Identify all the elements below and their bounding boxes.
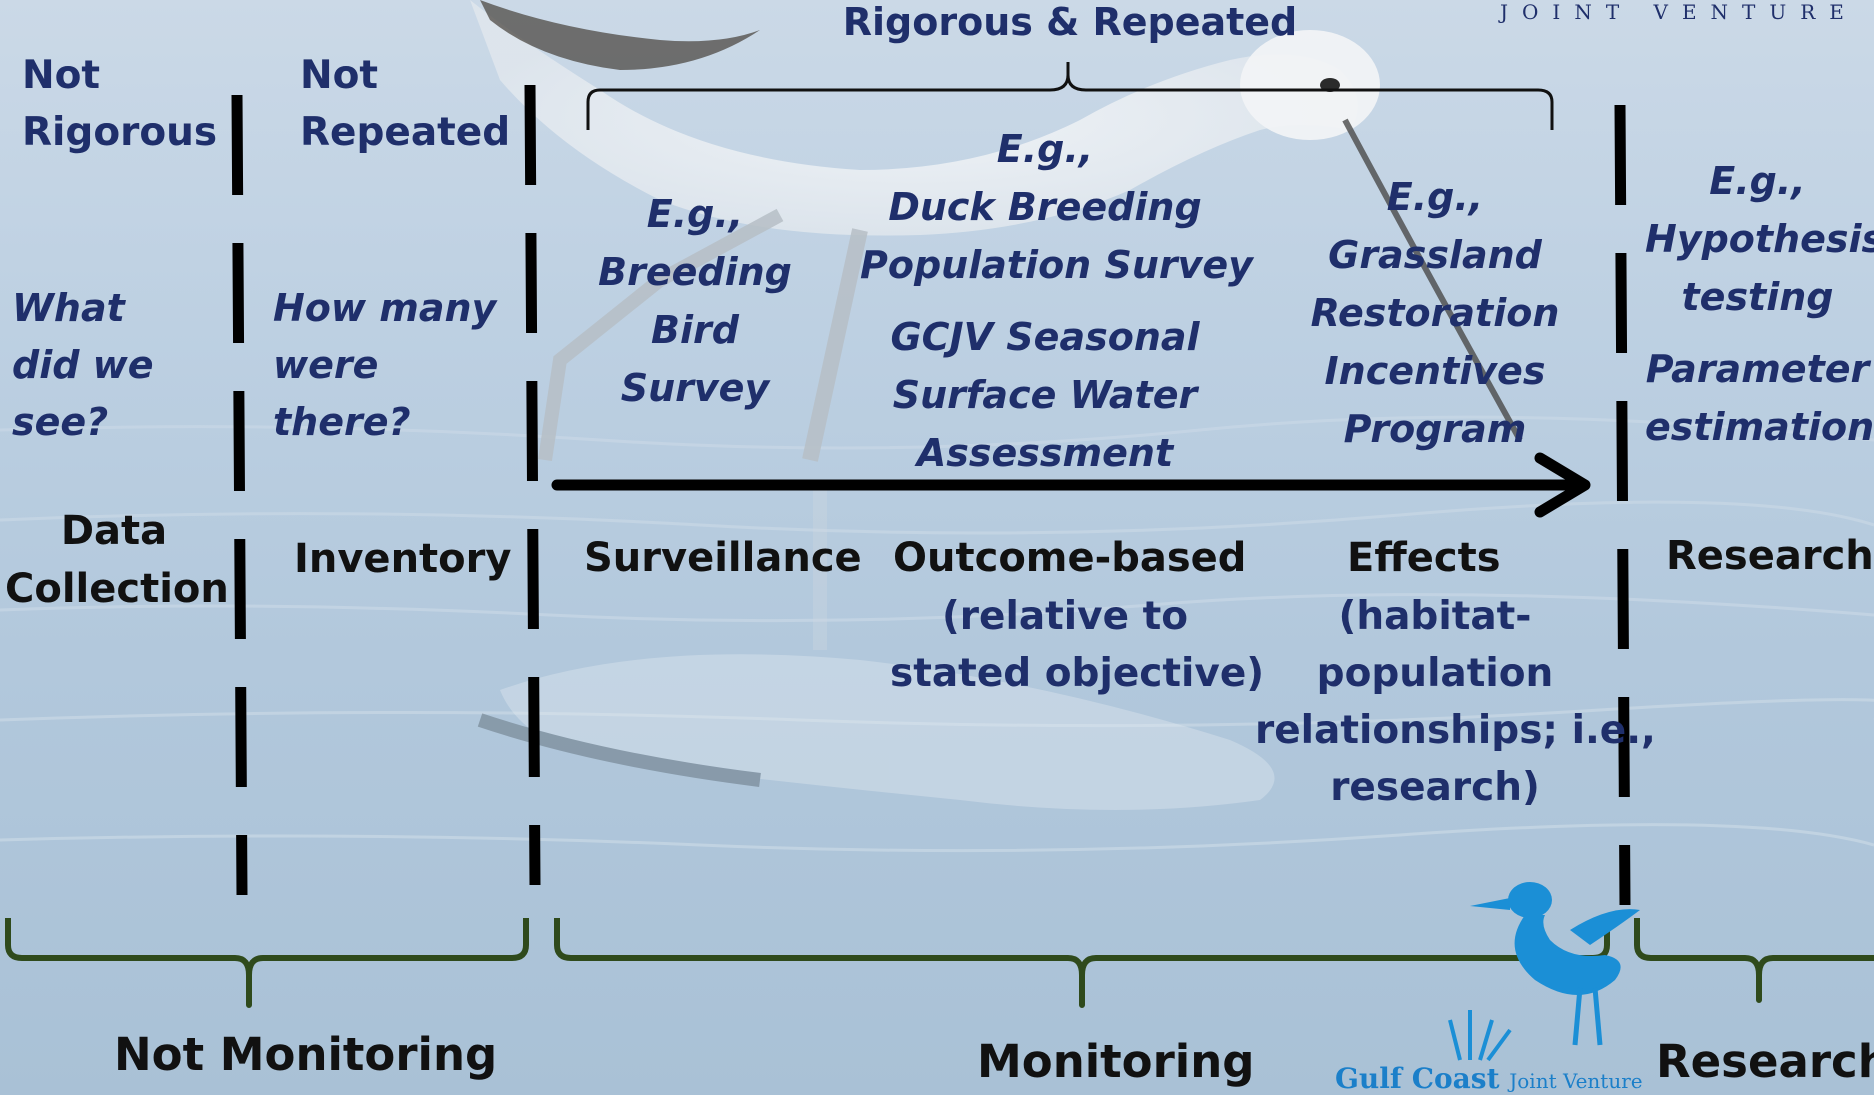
logo-text: Gulf Coast Joint Venture — [1335, 1062, 1643, 1095]
rigorous-repeated-label: Rigorous & Repeated — [842, 0, 1298, 44]
label-research: Research — [1656, 1035, 1874, 1088]
top-bracket — [586, 62, 1554, 130]
divider-1 — [231, 94, 248, 896]
category-effects: Effects — [1347, 535, 1501, 581]
bracket-research — [1634, 918, 1874, 1003]
label-not-monitoring: Not Monitoring — [114, 1028, 498, 1081]
category-inventory: Inventory — [294, 536, 512, 582]
heron-duck-logo-icon — [1448, 882, 1640, 1062]
bracket-not-monitoring — [5, 918, 529, 1008]
label-monitoring: Monitoring — [977, 1035, 1255, 1088]
category-outcome-based: Outcome-based — [893, 535, 1247, 581]
continuum-arrow — [551, 452, 1591, 518]
category-research: Research — [1666, 533, 1874, 579]
avocet-body — [470, 0, 1358, 236]
category-surveillance: Surveillance — [584, 535, 862, 581]
divider-3 — [1614, 104, 1631, 906]
brand-header: JOINT VENTURE — [1500, 0, 1858, 24]
divider-2 — [524, 84, 541, 886]
